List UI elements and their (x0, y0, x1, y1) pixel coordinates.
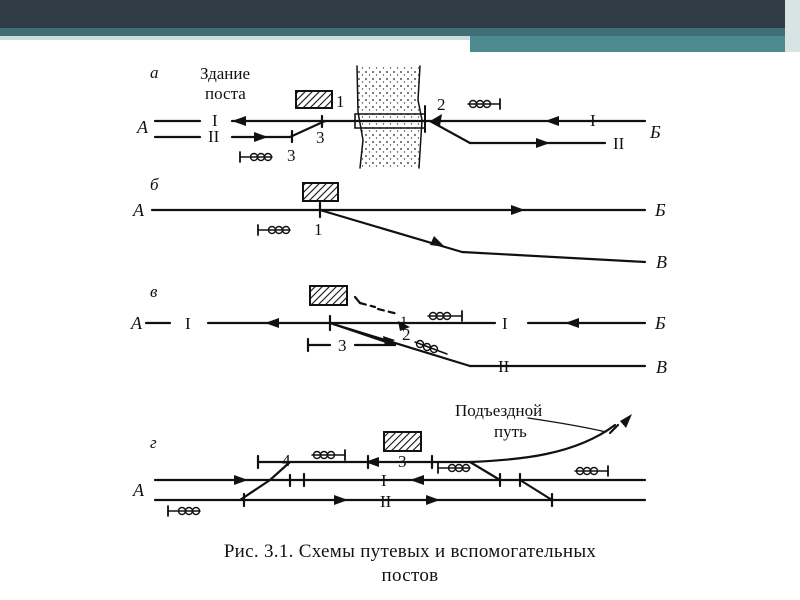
label-g-num-3: 3 (398, 452, 407, 471)
label-num-2: 2 (437, 95, 446, 114)
label-track-i-right: I (590, 111, 596, 130)
label-g-track-i: I (381, 471, 387, 490)
label-access-line2: путь (494, 422, 527, 441)
label-v-track-i-left: I (185, 314, 191, 333)
obstacle-area (357, 66, 422, 168)
label-num-3b: 3 (287, 146, 296, 165)
label-v-end-v: В (656, 357, 667, 377)
label-scheme-v: в (150, 282, 158, 301)
label-g-end-a: А (132, 480, 145, 500)
header-bar-teal (0, 28, 800, 36)
label-num-1: 1 (336, 92, 345, 111)
caption-line2: постов (381, 565, 439, 586)
label-track-i-left: I (212, 111, 218, 130)
label-b-num-1: 1 (314, 220, 323, 239)
label-v-num-2: 2 (402, 325, 411, 344)
label-end-a: А (136, 117, 149, 137)
label-building-line2: поста (205, 84, 246, 103)
label-scheme-b: б (150, 175, 159, 194)
post-building (295, 90, 333, 109)
caption-line1: Рис. 3.1. Схемы путевых и вспомогательны… (223, 541, 597, 562)
label-v-track-i-right: I (502, 314, 508, 333)
label-end-b: Б (649, 122, 661, 142)
label-g-num-4: 4 (282, 451, 291, 470)
label-v-num-3: 3 (338, 336, 347, 355)
figure-caption: Рис. 3.1. Схемы путевых и вспомогательны… (130, 540, 690, 588)
label-v-end-a: А (130, 313, 143, 333)
label-b-end-b: Б (654, 200, 666, 220)
post-building-v (309, 285, 348, 306)
label-b-end-a: А (132, 200, 145, 220)
label-scheme-a: а (150, 63, 159, 82)
label-building-line1: Здание (200, 64, 250, 83)
post-building-g (383, 431, 422, 452)
header-bar-corner (785, 0, 800, 52)
label-v-track-ii: II (498, 357, 510, 376)
header-bar-accent (470, 36, 800, 52)
header-bar-dark (0, 0, 800, 28)
scheme-g (153, 417, 647, 517)
scheme-b (150, 182, 647, 264)
header-bar-light (0, 36, 470, 40)
post-building-b (302, 182, 339, 202)
label-b-end-v: В (656, 252, 667, 272)
label-v-end-b: Б (654, 313, 666, 333)
label-track-ii-left: II (208, 127, 220, 146)
scheme-v (144, 285, 647, 368)
label-g-track-ii: II (380, 492, 392, 511)
label-num-3a: 3 (316, 128, 325, 147)
label-scheme-g: г (150, 433, 157, 452)
label-access-line1: Подъездной (455, 401, 542, 420)
label-track-ii-right: II (613, 134, 625, 153)
label-v-num-1: 1 (400, 314, 408, 330)
